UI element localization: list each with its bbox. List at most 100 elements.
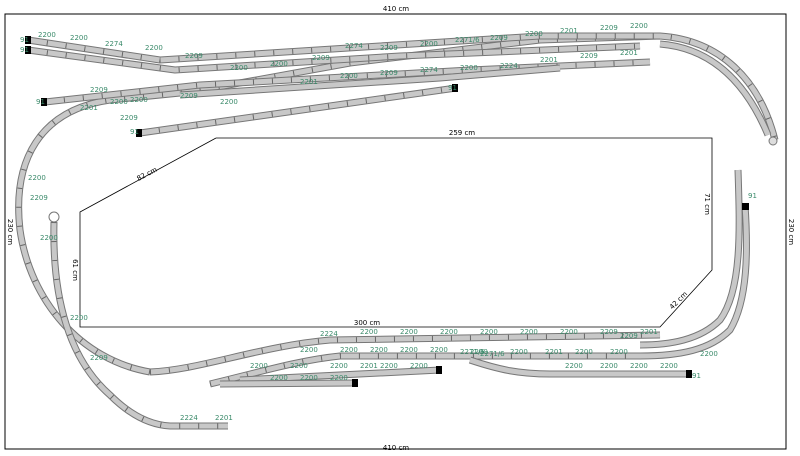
dimension-left: 230 cm bbox=[6, 219, 14, 245]
bumpers-label: 91 bbox=[692, 372, 701, 380]
dimension-bottom: 410 cm bbox=[383, 444, 409, 452]
lower-yard bbox=[149, 331, 692, 388]
bumper-4 bbox=[136, 129, 142, 137]
upper-yard-label: 2274 bbox=[420, 66, 438, 74]
upper-yard-label: 2201 bbox=[540, 56, 558, 64]
lower-yard-label: 2200 bbox=[360, 328, 378, 336]
bumper-6 bbox=[742, 203, 749, 210]
bumpers-label: 91 bbox=[20, 36, 29, 44]
dimension-inner-diagonal-top: 82 cm bbox=[136, 166, 159, 183]
lower-yard-label: 2200 bbox=[340, 346, 358, 354]
upper-yard-label: 2271/6 bbox=[455, 36, 480, 44]
lower-yard-label: 2201 bbox=[360, 362, 378, 370]
dimension-inner-left: 61 cm bbox=[71, 259, 79, 281]
lower-yard-label: 2201 bbox=[545, 348, 563, 356]
lower-yard-label: 2200 bbox=[630, 362, 648, 370]
loop-label: 2224 bbox=[180, 414, 198, 422]
lower-yard-label: 2209 bbox=[600, 328, 618, 336]
lower-yard-label: 2200 bbox=[560, 328, 578, 336]
loop-label: 2209 bbox=[30, 194, 48, 202]
lower-yard-label: 2200 bbox=[290, 362, 308, 370]
bumper-9 bbox=[686, 370, 692, 378]
upper-yard-label: 2200 bbox=[420, 40, 438, 48]
lower-yard-label: 2209 bbox=[620, 332, 638, 340]
upper-yard-label: 2209 bbox=[312, 54, 330, 62]
dimension-inner-top: 259 cm bbox=[449, 129, 475, 137]
upper-yard-label: 2209 bbox=[580, 52, 598, 60]
upper-yard-label: 2200 bbox=[270, 60, 288, 68]
bumper-5 bbox=[452, 84, 458, 92]
lower-yard-label: 2200 bbox=[700, 350, 718, 358]
lower-yard-label: 2200 bbox=[370, 346, 388, 354]
upper-yard-label: 2209 bbox=[90, 86, 108, 94]
bumper-2 bbox=[25, 46, 31, 54]
lower-yard-label: 2200 bbox=[575, 348, 593, 356]
upper-yard-label: 2201 bbox=[560, 27, 578, 35]
upper-yard-label: 2274 bbox=[345, 42, 363, 50]
dimension-right: 230 cm bbox=[787, 219, 795, 245]
upper-yard-label: 2200 bbox=[38, 31, 56, 39]
lower-yard-label: 2200 bbox=[300, 346, 318, 354]
upper-yard-label: 2201 bbox=[300, 78, 318, 86]
lower-yard-label: 2200 bbox=[480, 328, 498, 336]
lower-yard-label: 2200 bbox=[440, 328, 458, 336]
dimension-inner-bottom: 300 cm bbox=[354, 319, 380, 327]
lower-yard-label: 2200 bbox=[470, 348, 488, 356]
upper-yard bbox=[25, 32, 660, 137]
bumpers-label: 91 bbox=[130, 128, 139, 136]
upper-yard-label: 2209 bbox=[380, 69, 398, 77]
upper-yard-label: 2209 bbox=[185, 52, 203, 60]
lower-yard-label: 2271/6 bbox=[480, 350, 505, 358]
lower-yard-label: 2200 bbox=[510, 348, 528, 356]
lower-yard-label: 2200 bbox=[270, 374, 288, 382]
loop-label: 2200 bbox=[40, 234, 58, 242]
lower-yard-label: 2200 bbox=[410, 362, 428, 370]
lower-yard-label: 2200 bbox=[300, 374, 318, 382]
room-outline bbox=[4, 13, 787, 450]
lower-yard-label: 2200 bbox=[400, 328, 418, 336]
dimension-inner-diagonal-bottom: 42 cm bbox=[668, 290, 689, 311]
lower-yard-label: 2200 bbox=[400, 346, 418, 354]
right-side-track bbox=[639, 169, 750, 360]
upper-yard-label: 2200 bbox=[220, 98, 238, 106]
lower-yard-label: 2200 bbox=[430, 346, 448, 354]
upper-yard-label: 2209 bbox=[490, 34, 508, 42]
upper-yard-label: 2200 bbox=[230, 64, 248, 72]
upper-yard-label: 2201 bbox=[620, 49, 638, 57]
lower-yard-label: 2200 bbox=[330, 374, 348, 382]
lower-yard-label: 2200 bbox=[565, 362, 583, 370]
dimension-inner-right: 71 cm bbox=[703, 193, 711, 215]
main-loop-track bbox=[15, 32, 779, 376]
upper-yard-label: 2209 bbox=[180, 92, 198, 100]
loop-label: 2201 bbox=[80, 104, 98, 112]
upper-yard-label: 2274 bbox=[105, 40, 123, 48]
upper-yard-label: 2209 bbox=[380, 44, 398, 52]
lower-yard-label: 2271/6 bbox=[460, 348, 485, 356]
bumpers-label: 91 bbox=[20, 46, 29, 54]
lower-yard-label: 2200 bbox=[660, 362, 678, 370]
bumper-1 bbox=[25, 36, 31, 44]
loop-label: 2209 bbox=[90, 354, 108, 362]
lower-yard-label: 2201 bbox=[640, 328, 658, 336]
upper-yard-label: 2200 bbox=[630, 22, 648, 30]
lower-yard-label: 2200 bbox=[250, 362, 268, 370]
upper-yard-label: 2200 bbox=[130, 96, 148, 104]
bumper-8 bbox=[352, 379, 358, 387]
upper-inner-track bbox=[659, 40, 778, 146]
upper-yard-label: 2200 bbox=[340, 72, 358, 80]
upper-yard-label: 2209 bbox=[600, 24, 618, 32]
lower-yard-label: 2200 bbox=[520, 328, 538, 336]
lower-yard-label: 2200 bbox=[610, 348, 628, 356]
dimension-top: 410 cm bbox=[383, 5, 409, 13]
upper-yard-label: 2200 bbox=[145, 44, 163, 52]
upper-yard-label: 2200 bbox=[525, 30, 543, 38]
loop-label: 2200 bbox=[28, 174, 46, 182]
bumper-3 bbox=[41, 98, 47, 106]
lower-yard-label: 2200 bbox=[380, 362, 398, 370]
upper-yard-label: 2200 bbox=[70, 34, 88, 42]
loop-label: 2200 bbox=[110, 98, 128, 106]
loop-label: 2201 bbox=[215, 414, 233, 422]
lower-yard-label: 2200 bbox=[600, 362, 618, 370]
